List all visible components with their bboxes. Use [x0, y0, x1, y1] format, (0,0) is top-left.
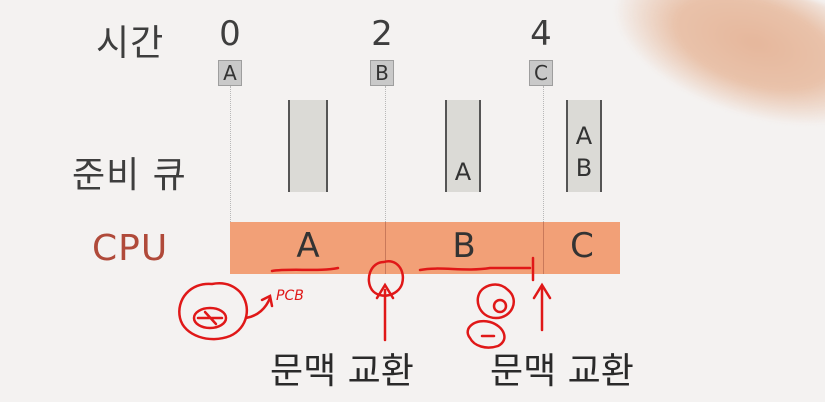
context-switch-label-1: 문맥 교환 [270, 351, 414, 392]
sketch-outline-3 [466, 319, 506, 349]
ready-queue-label: 준비 큐 [72, 155, 187, 196]
cpu-label: CPU [92, 228, 169, 269]
timeline-guide-4 [543, 86, 544, 226]
sketch-dot [492, 298, 508, 314]
cpu-segment-c: C [570, 226, 594, 266]
arrival-box-c: C [529, 60, 553, 86]
cpu-divider [543, 222, 544, 274]
time-tick-0: 0 [219, 14, 241, 54]
queue-item: A [575, 122, 593, 150]
cpu-segment-a: A [296, 226, 320, 266]
time-tick-2: 2 [371, 14, 393, 54]
pcb-sketch-hatch [196, 310, 224, 326]
pcb-arrow-shaft [244, 296, 272, 320]
time-tick-4: 4 [530, 14, 552, 54]
arrow-head-1 [375, 282, 395, 300]
cpu-divider [385, 222, 386, 274]
ready-queue-t4: A B [566, 100, 602, 192]
pcb-note: PCB [276, 288, 304, 304]
pcb-arrow-head [260, 294, 274, 308]
cpu-segment-b: B [452, 226, 476, 266]
timeline-guide-2 [385, 86, 386, 226]
context-switch-label-2: 문맥 교환 [490, 351, 634, 392]
pcb-sketch-outline [178, 282, 249, 341]
underline-b [418, 266, 532, 272]
queue-item: A [454, 158, 472, 186]
time-label: 시간 [96, 23, 165, 64]
pcb-sketch-inner [192, 306, 228, 330]
ready-queue-t2: A [445, 100, 481, 192]
queue-item: B [575, 154, 593, 182]
circle-mark [367, 259, 405, 297]
sketch-outline-2 [476, 283, 515, 320]
ready-queue-t0 [288, 100, 328, 192]
arrival-box-b: B [370, 60, 394, 86]
timeline-guide-0 [230, 86, 231, 226]
cpu-gantt-bar [230, 222, 620, 274]
arrival-box-a: A [218, 60, 242, 86]
arrow-head-2 [532, 282, 552, 300]
underline-a [270, 266, 340, 273]
